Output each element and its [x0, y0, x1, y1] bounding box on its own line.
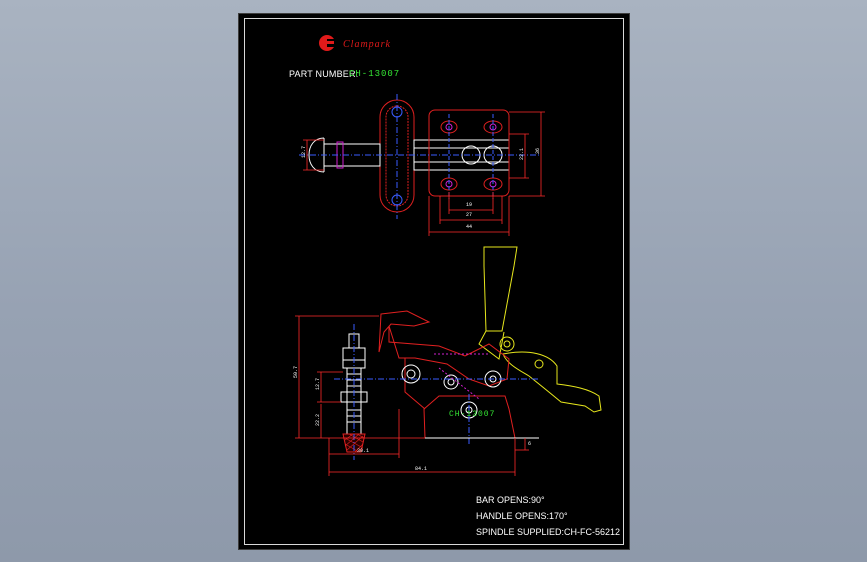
part-number-value: CH-13007	[349, 69, 401, 79]
dim-top-height-left: 12.7	[301, 146, 307, 159]
body-part-stamp: CH-13007	[449, 410, 496, 419]
dim-side-width-spindle: 30.1	[357, 448, 370, 454]
dim-side-height-total: 50.7	[293, 366, 299, 379]
brand-logo-mark	[319, 35, 336, 51]
drawing-border	[244, 18, 624, 545]
brand-name: Clampark	[343, 39, 391, 50]
dim-side-height-mid: 12.7	[315, 378, 321, 391]
top-base-plate	[428, 109, 510, 197]
dim-side-height-low: 22.2	[315, 414, 321, 427]
dim-side-base-offset: 6	[528, 441, 532, 447]
top-view	[299, 94, 545, 236]
dim-top-width-mid: 27	[466, 212, 473, 218]
part-number-label: PART NUMBER:	[289, 69, 359, 79]
handle-open-position	[478, 246, 602, 413]
note-spindle-supplied: SPINDLE SUPPLIED:CH-FC-56212	[476, 527, 621, 537]
dim-top-height-right-2: 36	[535, 148, 541, 155]
dim-side-width-total: 84.1	[415, 466, 428, 472]
note-handle-opens: HANDLE OPENS:170°	[476, 511, 568, 521]
dim-top-width-inner: 19	[466, 202, 473, 208]
note-bar-opens: BAR OPENS:90°	[476, 495, 545, 505]
technical-drawing	[295, 35, 602, 476]
dim-top-height-right-1: 22.1	[519, 148, 525, 161]
side-view	[295, 246, 602, 476]
dim-top-width-outer: 44	[466, 224, 473, 230]
drawing-sheet: Clampark PART NUMBER: CH-13007 12.7 22.1…	[238, 13, 630, 550]
clamp-arm	[378, 310, 431, 353]
